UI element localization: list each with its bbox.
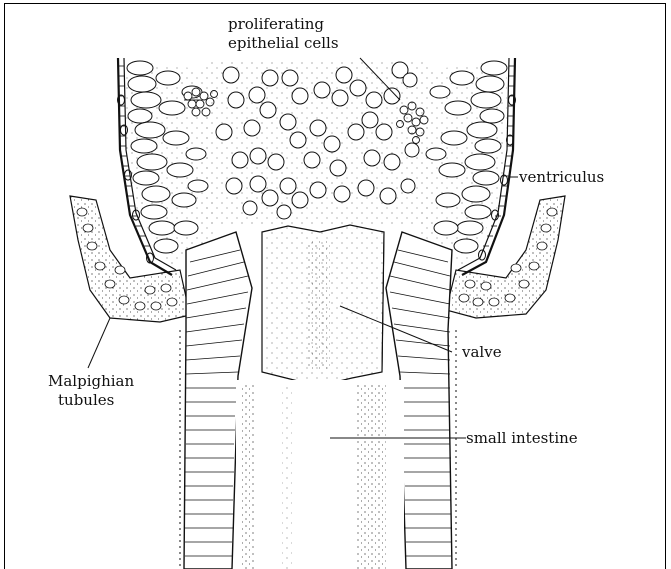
label-ventriculus: ventriculus	[518, 168, 604, 186]
label-small-intestine: small intestine	[466, 429, 578, 447]
label-malpighian: Malpighian	[48, 372, 135, 390]
epithelium-right	[420, 60, 507, 268]
label-epithelial-cells: epithelial cells	[228, 34, 339, 52]
lumen-ventriculus	[205, 60, 432, 225]
label-tubules: tubules	[58, 391, 114, 409]
small-intestine-lumen	[236, 380, 404, 569]
valve-body	[262, 225, 384, 386]
label-valve: valve	[461, 343, 502, 361]
label-proliferating: proliferating	[228, 15, 324, 33]
